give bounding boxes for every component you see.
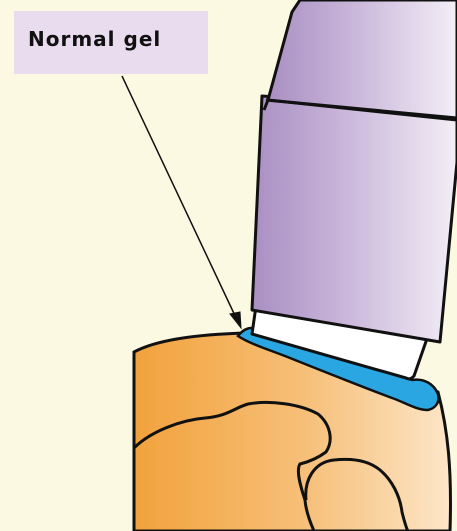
ultrasound-probe bbox=[252, 0, 457, 342]
normal-gel-label: Normal gel bbox=[14, 11, 208, 74]
pointer-arrowhead bbox=[230, 312, 241, 328]
pointer-line bbox=[122, 76, 238, 322]
probe-lower-body bbox=[252, 96, 457, 342]
label-pointer bbox=[122, 76, 241, 328]
normal-gel-label-text: Normal gel bbox=[28, 27, 161, 51]
